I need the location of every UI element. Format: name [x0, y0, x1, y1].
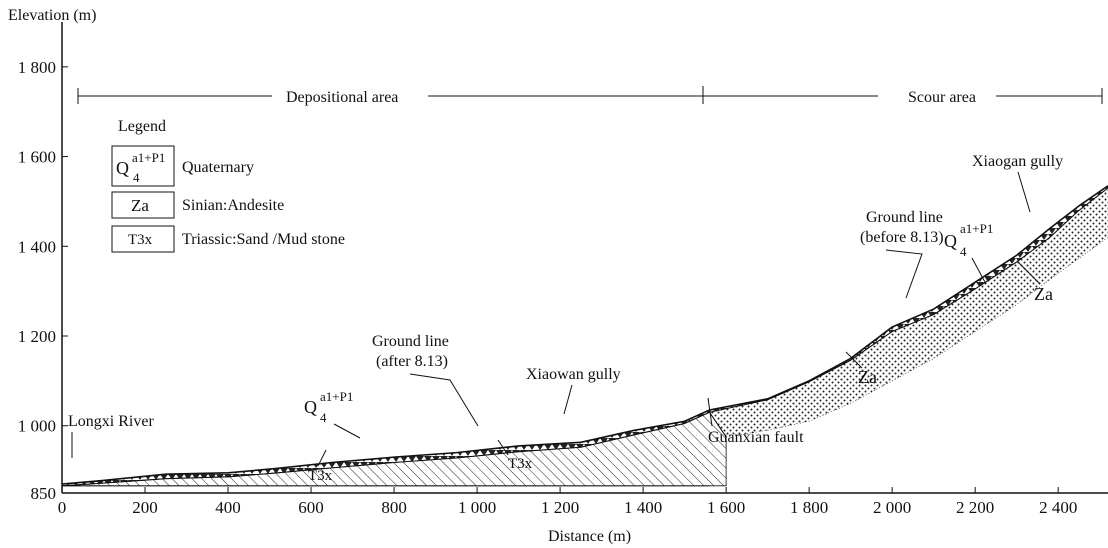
legend-symbol-quaternary: Q [116, 158, 129, 178]
ground-line-after-leader [409, 373, 479, 427]
x-tick-label: 400 [215, 498, 241, 517]
x-tick-label: 1 600 [707, 498, 745, 517]
za-upper-label: Za [1034, 284, 1053, 304]
legend-symbol-quaternary-sub: 4 [133, 170, 140, 185]
andesite-layer [709, 187, 1108, 437]
ground-line-before-label-1: Ground line [866, 209, 943, 226]
longxi-river-label: Longxi River [68, 413, 154, 430]
t3x-left-label: T3x [308, 468, 333, 484]
t3x-right-leader [497, 439, 509, 456]
legend-symbol-triassic: T3x [128, 232, 153, 248]
xiaogan-gully-label: Xiaogan gully [972, 153, 1063, 170]
legend-box-andesite [111, 191, 175, 219]
x-tick-label: 800 [381, 498, 407, 517]
y-tick-label: 1 400 [18, 237, 56, 256]
za-lower-label: Za [858, 367, 877, 387]
guanxian-fault-label: Guanxian fault [708, 429, 804, 446]
x-tick-label: 1 800 [790, 498, 828, 517]
q4-lower-sup: a1+P1 [320, 389, 353, 404]
x-tick-label: 2 400 [1039, 498, 1077, 517]
annotations: Longxi River Ground line (after 8.13) Xi… [68, 153, 1063, 484]
legend-symbol-quaternary-sup: a1+P1 [132, 150, 165, 165]
x-tick-label: 1 200 [541, 498, 579, 517]
y-tick-label: 1 600 [18, 148, 56, 167]
y-tick-label: 1 000 [18, 417, 56, 436]
x-axis-label: Distance (m) [548, 528, 631, 545]
x-ticks: 0 200 400 600 800 1 000 1 200 1 400 1 600 1 800 2 … [58, 487, 1077, 517]
za-upper-leader [1017, 261, 1041, 285]
scour-area-label: Scour area [908, 89, 976, 106]
legend-text-quaternary: Quaternary [182, 159, 254, 176]
legend-text-triassic: Triassic:Sand /Mud stone [182, 231, 345, 248]
xiaowan-gully-leader [563, 384, 573, 415]
ground-line-after [61, 185, 1108, 485]
x-tick-label: 600 [298, 498, 324, 517]
legend-box-triassic [111, 225, 175, 253]
xiaowan-gully-label: Xiaowan gully [526, 366, 621, 383]
ground-line-before-leader [885, 249, 923, 299]
y-ticks: 850 1 000 1 200 1 400 1 600 1 800 [18, 58, 68, 503]
y-tick-label: 1 800 [18, 58, 56, 77]
xiaogan-gully-leader [1017, 171, 1031, 213]
zone-bar: Depositional area Scour area [77, 86, 1103, 106]
x-tick-label: 0 [58, 498, 67, 517]
legend-title: Legend [118, 118, 166, 135]
legend-text-andesite: Sinian:Andesite [182, 197, 284, 214]
ground-line-before-label-2: (before 8.13) [860, 229, 944, 246]
depositional-area-label: Depositional area [286, 89, 398, 106]
guanxian-fault-leader [707, 397, 713, 427]
legend: Legend Q 4 a1+P1 Quaternary Za Sinian:An… [111, 118, 345, 253]
x-tick-label: 1 000 [458, 498, 496, 517]
y-axis-label: Elevation (m) [8, 7, 96, 24]
x-tick-label: 1 400 [624, 498, 662, 517]
x-tick-label: 2 200 [956, 498, 994, 517]
za-lower-leader [845, 351, 863, 369]
ground-line-before [61, 187, 1108, 487]
x-tick-label: 200 [132, 498, 158, 517]
ground-line-after-label-1: Ground line [372, 333, 449, 350]
t3x-right-label: T3x [508, 456, 533, 472]
legend-symbol-andesite: Za [131, 196, 149, 215]
q4-lower-sub: 4 [320, 410, 327, 425]
legend-box-quaternary [111, 145, 175, 187]
guanxian-fault-line [709, 411, 727, 438]
q4-upper-leader [971, 257, 987, 285]
q4-lower-label: Q [304, 397, 317, 417]
andesite-boundary [726, 237, 1108, 438]
q4-upper-label: Q [944, 231, 957, 251]
q4-upper-sub: 4 [960, 244, 967, 259]
y-tick-label: 1 200 [18, 327, 56, 346]
ground-line-after-label-2: (after 8.13) [376, 353, 448, 370]
t3x-left-leader [317, 449, 327, 467]
q4-lower-leader [333, 423, 361, 439]
geology-layers [61, 185, 1108, 487]
y-tick-label: 850 [31, 484, 57, 503]
q4-upper-sup: a1+P1 [960, 221, 993, 236]
x-tick-label: 2 000 [873, 498, 911, 517]
